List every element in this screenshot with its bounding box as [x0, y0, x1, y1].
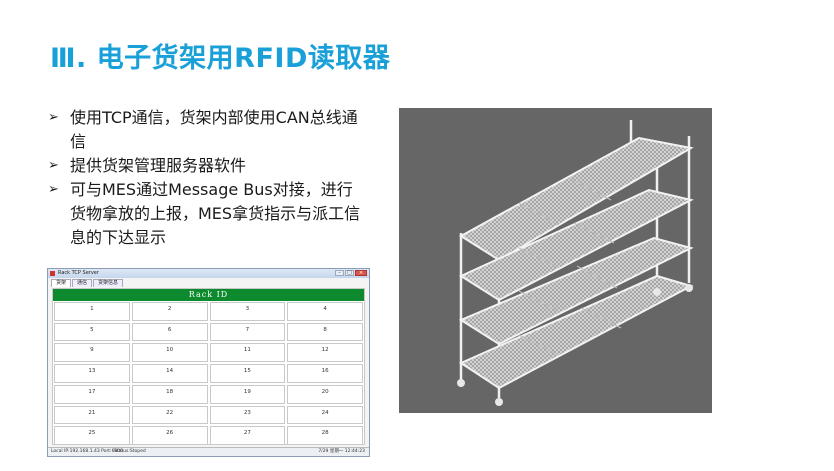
rack-cell[interactable]: 25: [54, 426, 130, 445]
rack-cell[interactable]: 26: [131, 426, 208, 445]
rack-cell[interactable]: 3: [209, 302, 286, 321]
rack-cell[interactable]: 7: [209, 322, 286, 342]
rack-cell[interactable]: 14: [131, 364, 208, 383]
bullet-text: 使用TCP通信，货架内部使用CAN总线通信: [70, 108, 358, 151]
status-state: Status:Stoped: [114, 449, 146, 454]
rack-cell[interactable]: 18: [131, 384, 208, 404]
arrow-bullet-icon: ➢: [48, 158, 59, 173]
rack-cell[interactable]: 22: [131, 405, 208, 425]
tab-comm[interactable]: 通信: [72, 279, 93, 287]
window-controls: – □ ×: [335, 270, 367, 276]
bullet-item: ➢ 提供货架管理服务器软件: [48, 154, 368, 178]
tab-rack[interactable]: 货架: [51, 279, 72, 287]
rack-cell[interactable]: 27: [209, 426, 286, 445]
bullet-item: ➢ 使用TCP通信，货架内部使用CAN总线通信: [48, 106, 368, 154]
rack-cell[interactable]: 1: [54, 302, 130, 321]
arrow-bullet-icon: ➢: [48, 110, 59, 125]
rack-cell[interactable]: 8: [287, 322, 363, 342]
rack-cell[interactable]: 6: [131, 322, 208, 342]
minimize-button[interactable]: –: [335, 270, 344, 276]
rack-id-header: Rack ID: [53, 289, 364, 301]
rack-cell[interactable]: 12: [287, 343, 363, 363]
window-tabs: 货架 通信 货架信息: [48, 279, 369, 287]
rack-cell[interactable]: 16: [287, 364, 363, 383]
bullet-text: 提供货架管理服务器软件: [70, 156, 247, 175]
rack-cell[interactable]: 15: [209, 364, 286, 383]
rack-cell[interactable]: 11: [209, 343, 286, 363]
tab-rack-info[interactable]: 货架信息: [93, 279, 124, 287]
rack-server-window-screenshot: Rack TCP Server – □ × 货架 通信 货架信息 Rack ID…: [47, 268, 370, 457]
rack-cell[interactable]: 19: [209, 384, 286, 404]
rack-cell[interactable]: 21: [54, 405, 130, 425]
bullet-list: ➢ 使用TCP通信，货架内部使用CAN总线通信 ➢ 提供货架管理服务器软件 ➢ …: [48, 106, 368, 250]
rack-cell[interactable]: 23: [209, 405, 286, 425]
status-bar: Local IP:192.168.1.43 Port:6000 Status:S…: [48, 447, 369, 456]
rack-cell[interactable]: 9: [54, 343, 130, 363]
rack-cell[interactable]: 5: [54, 322, 130, 342]
rack-cell[interactable]: 2: [131, 302, 208, 321]
status-local-ip: Local IP:192.168.1.43 Port:6000: [51, 449, 124, 454]
rack-cell[interactable]: 17: [54, 384, 130, 404]
rack-cell[interactable]: 13: [54, 364, 130, 383]
rack-cell[interactable]: 20: [287, 384, 363, 404]
window-titlebar: Rack TCP Server – □ ×: [48, 269, 369, 278]
status-datetime: 7/29 星期一 12:44:23: [318, 449, 365, 454]
rack-cell[interactable]: 28: [287, 426, 363, 445]
bullet-item: ➢ 可与MES通过Message Bus对接，进行货物拿放的上报，MES拿货指示…: [48, 178, 368, 250]
rack-cell[interactable]: 24: [287, 405, 363, 425]
close-button[interactable]: ×: [355, 270, 367, 276]
slide-title: Ⅲ. 电子货架用RFID读取器: [50, 43, 391, 74]
maximize-button[interactable]: □: [345, 270, 354, 276]
rack-3d-image: [399, 108, 712, 413]
window-title: Rack TCP Server: [58, 270, 99, 276]
app-icon: [50, 271, 55, 276]
rack-cell[interactable]: 10: [131, 343, 208, 363]
rack-cell[interactable]: 4: [287, 302, 363, 321]
rack-wireframe-drawing: [457, 120, 694, 406]
arrow-bullet-icon: ➢: [48, 182, 59, 197]
bullet-text: 可与MES通过Message Bus对接，进行货物拿放的上报，MES拿货指示与派…: [70, 180, 361, 247]
